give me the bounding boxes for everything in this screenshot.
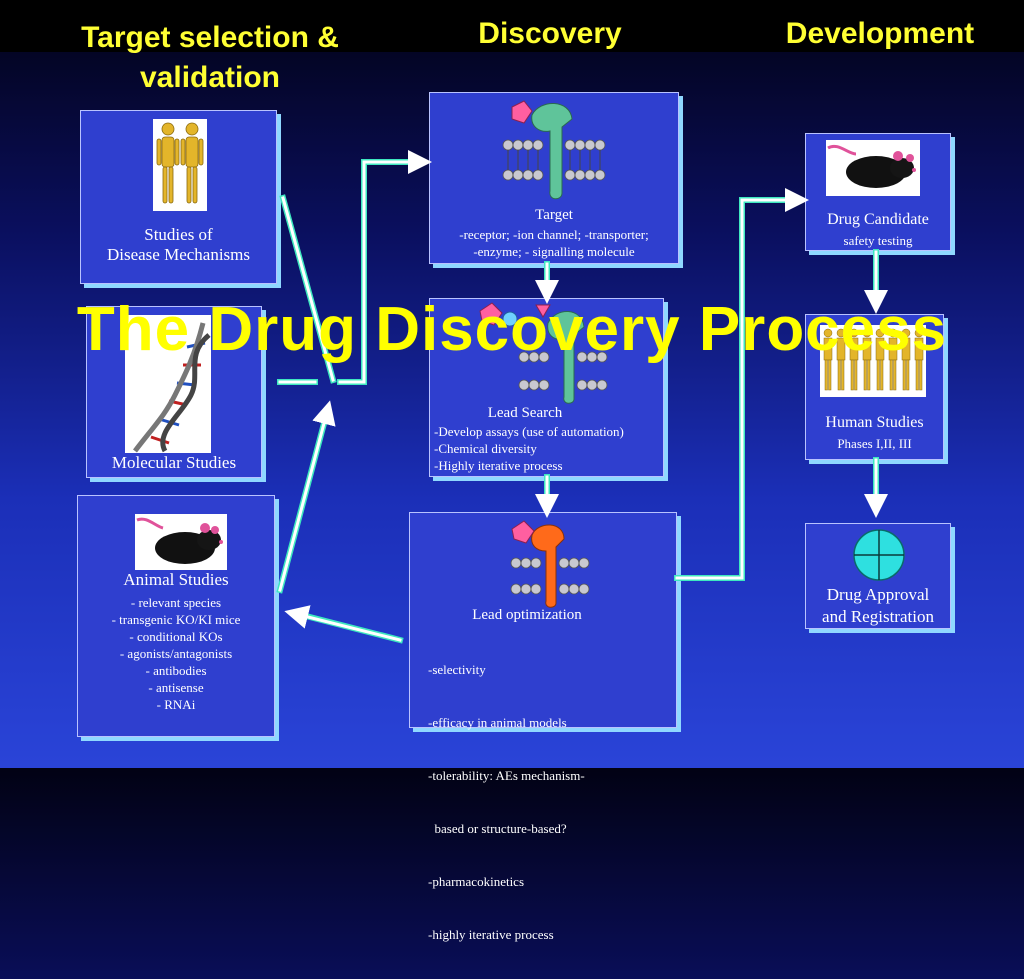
approval-title: Drug Approval and Registration (822, 585, 934, 626)
animal-line: - conditional KOs (129, 629, 223, 644)
heading-discovery: Discovery (478, 17, 622, 50)
heading-target-selection: Target selection & validation (81, 21, 339, 94)
candidate-line: safety testing (843, 233, 913, 248)
human-title: Human Studies (825, 414, 924, 431)
flow-connectors (276, 150, 888, 644)
lead-search-line: -Chemical diversity (434, 441, 537, 456)
lead-opt-line: -tolerability: AEs mechanism- (428, 768, 585, 783)
target-line: -receptor; -ion channel; -transporter; (459, 227, 649, 242)
arrow-merge-to-target (338, 150, 432, 384)
molecular-title: Molecular Studies (111, 453, 237, 472)
arrow-lead-opt-to-candidate (675, 188, 809, 580)
mouse-icon (135, 514, 227, 570)
membrane-receptor-icon (476, 301, 612, 405)
animal-line: - antisense (148, 680, 204, 695)
lead-search-title: Lead Search (487, 405, 563, 421)
box-drug-candidate[interactable]: Drug Candidate safety testing (805, 133, 951, 251)
box-target[interactable]: Target -receptor; -ion channel; -transpo… (429, 92, 679, 264)
candidate-title: Drug Candidate (827, 211, 929, 228)
animal-line: - agonists/antagonists (119, 646, 233, 661)
animal-line: - antibodies (145, 663, 207, 678)
animal-title: Animal Studies (123, 570, 229, 589)
disease-title: Studies of Disease Mechanisms (106, 225, 251, 264)
box-lead-search[interactable]: Lead Search -Develop assays (use of auto… (429, 298, 664, 477)
arrow-lead-opt-to-animal (284, 605, 402, 642)
heading-development: Development (785, 17, 975, 50)
membrane-receptor-icon (504, 519, 594, 609)
slide-title: The Drug Discovery Process (76, 295, 948, 364)
membrane-receptor-icon (500, 97, 610, 201)
lead-opt-line: based or structure-based? (428, 821, 567, 836)
arrow-animal-to-merge (278, 400, 336, 592)
top-band (0, 0, 1024, 52)
box-animal-studies[interactable]: Animal Studies - relevant species - tran… (77, 495, 275, 737)
animal-line: - transgenic KO/KI mice (111, 612, 241, 627)
lead-search-line: -Develop assays (use of automation) (434, 424, 624, 439)
box-molecular-studies[interactable]: Molecular Studies (86, 306, 262, 478)
lead-opt-line: -pharmacokinetics (428, 874, 525, 889)
target-title: Target (535, 207, 573, 223)
dna-helix-icon (125, 315, 211, 453)
approval-globe-icon (852, 528, 906, 582)
lead-opt-line: -efficacy in animal models (428, 715, 567, 730)
arrow-disease-to-merge (281, 196, 335, 382)
target-line: -enzyme; - signalling molecule (473, 244, 635, 259)
animal-line: - relevant species (130, 595, 222, 610)
human-figures-icon (820, 325, 926, 397)
box-human-studies[interactable]: Human Studies Phases I,II, III (805, 314, 944, 460)
human-line: Phases I,II, III (837, 436, 912, 451)
lead-opt-title: Lead optimization (472, 607, 582, 623)
box-drug-approval[interactable]: Drug Approval and Registration (805, 523, 951, 629)
lead-search-line: -Highly iterative process (434, 458, 563, 473)
lead-opt-line: -highly iterative process (428, 927, 554, 942)
animal-line: - RNAi (156, 697, 196, 712)
human-figures-icon (153, 119, 207, 211)
box-disease-mechanisms[interactable]: Studies of Disease Mechanisms (80, 110, 277, 284)
mouse-icon (826, 140, 920, 196)
lead-opt-line: -selectivity (428, 662, 486, 677)
